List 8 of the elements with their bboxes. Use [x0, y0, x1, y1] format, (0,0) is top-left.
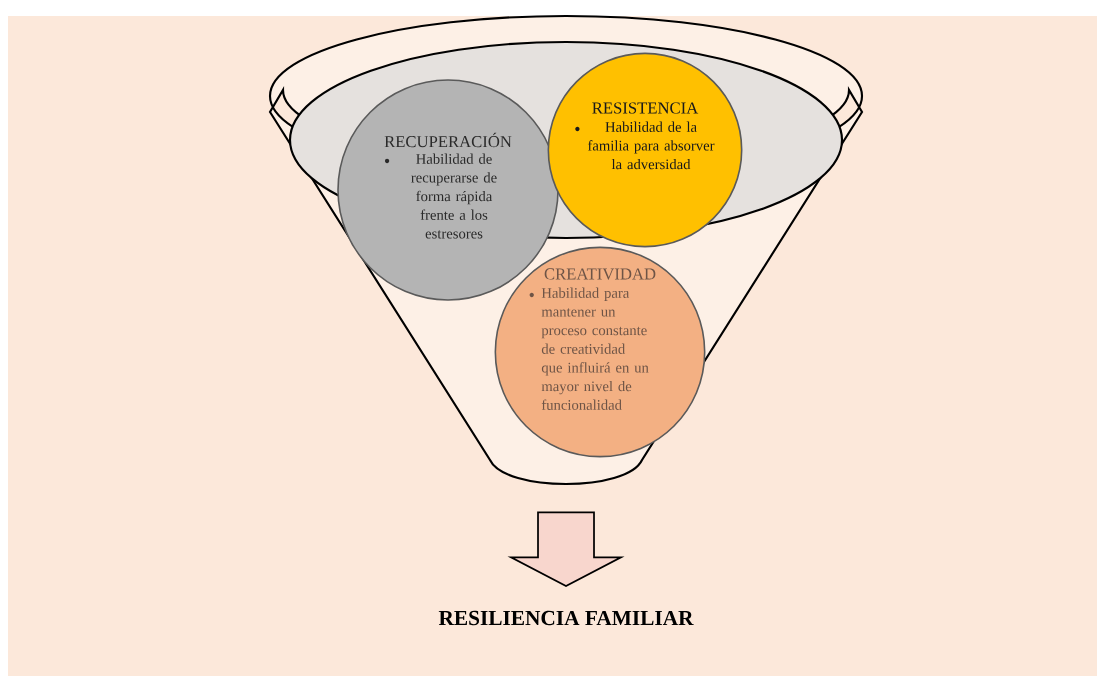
- heading: RESISTENCIA: [592, 102, 699, 114]
- block-arrow: [507, 511, 625, 587]
- heading: RECUPERACIÓN: [384, 132, 512, 148]
- heading: CREATIVIDAD: [544, 268, 656, 280]
- bullet-text: Habilidad de recuperarse de forma rápida frente a los estresores: [384, 153, 497, 239]
- bullet-text: Habilidad para mantener un proceso constante de creatividad que influirá en un mayor nivel de funcionalidad: [529, 287, 649, 410]
- bullet-text: Habilidad de la familia para absorver la adversidad: [575, 121, 715, 170]
- result-label: RESILIENCIA FAMILIAR: [438, 610, 694, 626]
